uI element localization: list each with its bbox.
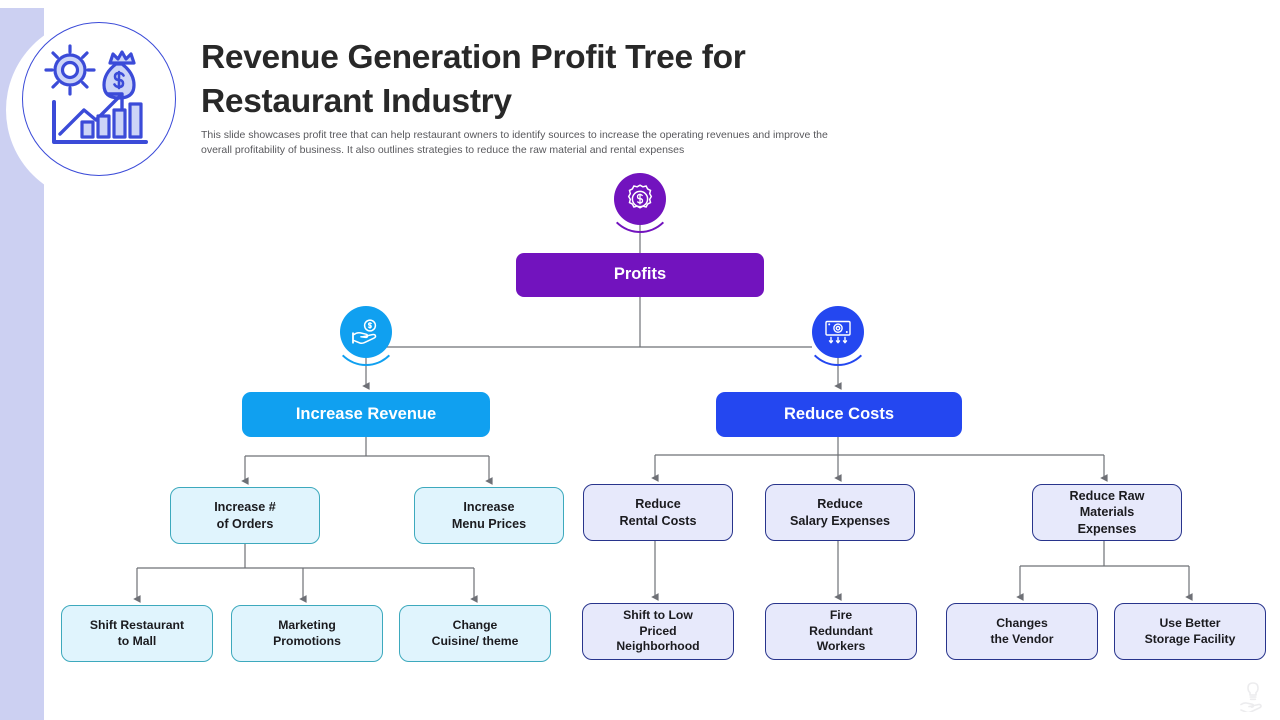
node-line-3: Neighborhood xyxy=(616,639,700,654)
node-increase-revenue[interactable]: Increase Revenue xyxy=(242,392,490,437)
node-line-2: the Vendor xyxy=(990,631,1054,646)
banknote-arrows-down-icon[interactable] xyxy=(812,306,864,358)
node-changes-the-vendor[interactable]: Changes the Vendor xyxy=(946,603,1098,660)
node-use-better-storage-facility[interactable]: Use Better Storage Facility xyxy=(1114,603,1266,660)
node-line-2: Redundant xyxy=(809,623,873,638)
node-increase-orders[interactable]: Increase # of Orders xyxy=(170,487,320,544)
node-reduce-costs[interactable]: Reduce Costs xyxy=(716,392,962,437)
node-increase-menu-prices[interactable]: Increase Menu Prices xyxy=(414,487,564,544)
node-line-2: to Mall xyxy=(117,633,157,648)
node-line-2: Rental Costs xyxy=(619,513,697,528)
node-line-1: Reduce Raw xyxy=(1069,489,1145,504)
node-line-2: Promotions xyxy=(273,633,341,648)
node-line-1: Reduce xyxy=(635,497,681,512)
node-shift-restaurant-to-mall[interactable]: Shift Restaurant to Mall xyxy=(61,605,213,662)
node-reduce-salary-expenses[interactable]: Reduce Salary Expenses xyxy=(765,484,915,541)
node-line-1: Shift to Low xyxy=(623,608,693,623)
page-subtitle: This slide showcases profit tree that ca… xyxy=(201,129,828,156)
node-line-1: Use Better xyxy=(1159,615,1221,630)
gear-dollar-icon[interactable] xyxy=(614,173,666,225)
node-change-cuisine-theme[interactable]: Change Cuisine/ theme xyxy=(399,605,551,662)
node-line-1: Reduce xyxy=(817,497,863,512)
node-shift-to-low-priced-neighborhood[interactable]: Shift to Low Priced Neighborhood xyxy=(582,603,734,660)
node-line-2: Priced xyxy=(639,623,677,638)
node-line-2: Menu Prices xyxy=(451,516,527,531)
hand-holding-coin-icon[interactable] xyxy=(340,306,392,358)
node-line-1: Change xyxy=(452,617,498,632)
node-line-1: Marketing xyxy=(278,617,336,632)
node-fire-redundant-workers[interactable]: Fire Redundant Workers xyxy=(765,603,917,660)
node-reduce-rental-costs[interactable]: Reduce Rental Costs xyxy=(583,484,733,541)
hand-holding-lightbulb-icon xyxy=(1240,682,1262,712)
node-marketing-promotions[interactable]: Marketing Promotions xyxy=(231,605,383,662)
node-line-1: Increase xyxy=(463,500,515,515)
node-line-1: Fire xyxy=(829,608,853,623)
node-line-2: Storage Facility xyxy=(1144,631,1236,646)
left-band-cap xyxy=(0,0,44,8)
header-icon-circle xyxy=(22,22,176,176)
node-line-1: Shift Restaurant xyxy=(89,617,185,632)
node-line-1: Changes xyxy=(996,615,1048,630)
growth-chart-money-bag-gear-icon xyxy=(44,44,148,144)
node-line-2: Salary Expenses xyxy=(789,513,891,528)
node-line-2: Materials xyxy=(1079,505,1135,520)
node-line-3: Expenses xyxy=(1077,521,1137,536)
node-line-2: of Orders xyxy=(216,516,274,531)
node-reduce-raw-materials-expenses[interactable]: Reduce Raw Materials Expenses xyxy=(1032,484,1182,541)
profits-icon-ring xyxy=(606,165,674,233)
node-line-3: Workers xyxy=(816,639,866,654)
page-title: Revenue Generation Profit Tree for Resta… xyxy=(201,39,746,120)
reduce-costs-icon-ring xyxy=(804,298,872,366)
increase-revenue-icon-ring xyxy=(332,298,400,366)
node-line-1: Increase # xyxy=(214,500,276,515)
node-profits[interactable]: Profits xyxy=(516,253,764,297)
node-line-2: Cuisine/ theme xyxy=(431,633,519,648)
